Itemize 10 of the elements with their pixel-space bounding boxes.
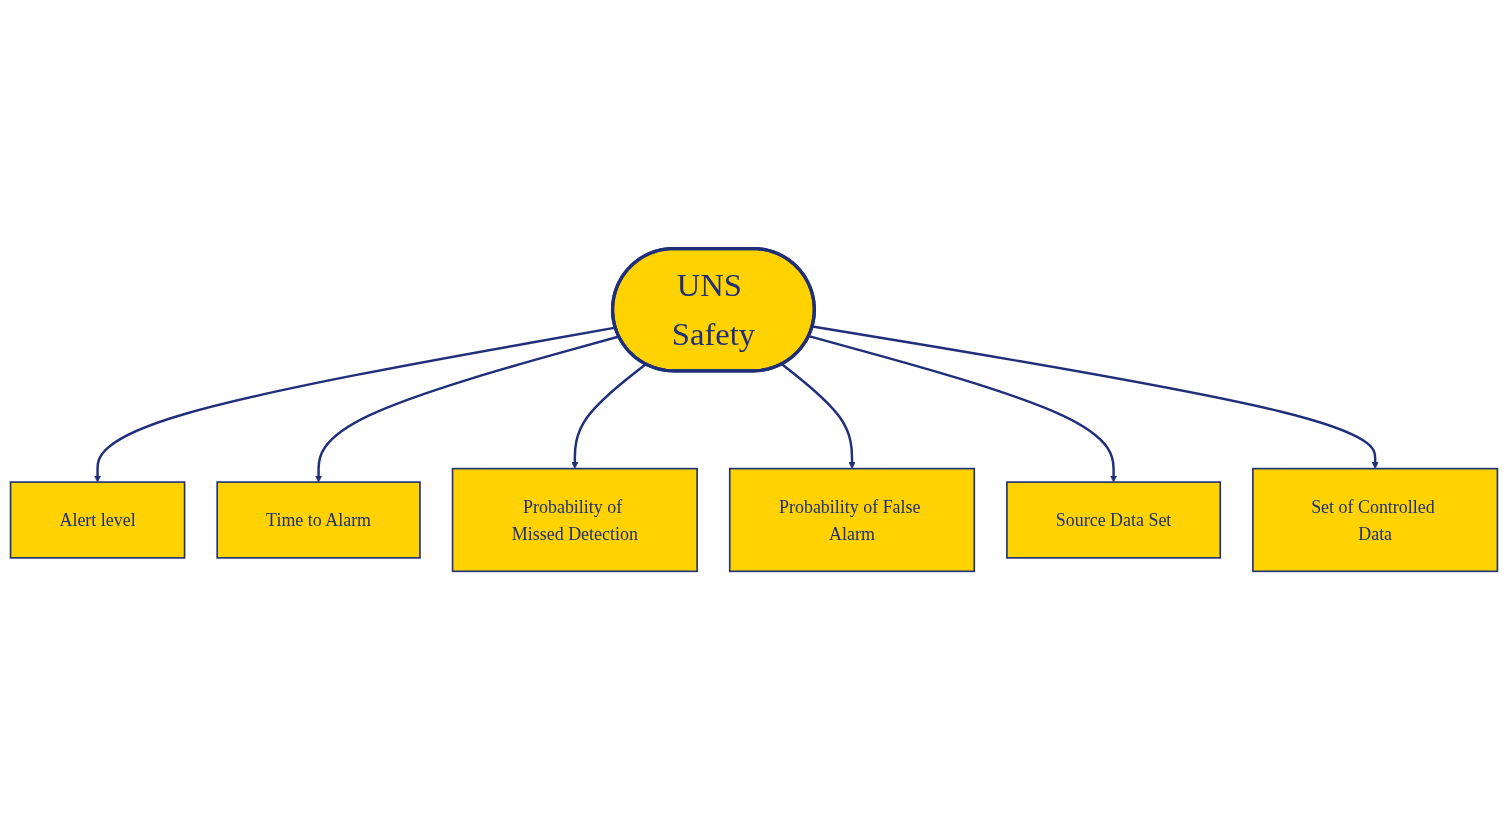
- node-box: Set of Controlled Data: [1252, 467, 1499, 573]
- node-box: Probability of False Alarm: [728, 467, 976, 573]
- node-box: Alert level: [9, 481, 186, 559]
- node-box: Time to Alarm: [216, 481, 421, 559]
- arrow: [571, 363, 647, 469]
- node-box: Source Data Set: [1006, 481, 1222, 559]
- node-box: Probability of Missed Detection: [451, 467, 698, 573]
- arrow: [781, 363, 856, 469]
- arrow: [808, 335, 1118, 483]
- arrow: [812, 325, 1379, 469]
